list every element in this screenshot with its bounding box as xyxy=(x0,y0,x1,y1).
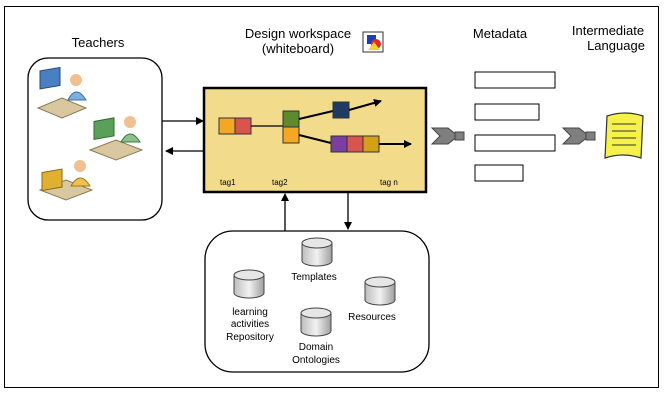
metadata-box xyxy=(474,134,556,152)
templates-database-icon xyxy=(301,237,333,267)
learning-label-line2: activities xyxy=(231,319,269,330)
workspace-heading: Design workspace xyxy=(245,26,351,41)
intermediate-heading: Intermediate xyxy=(572,23,644,38)
teachers-group xyxy=(27,57,163,221)
teacher-computer-icon xyxy=(36,66,88,119)
flow-connector xyxy=(298,134,332,144)
learning-block xyxy=(346,135,364,153)
whiteboard: tag1 tag2 tag n xyxy=(202,86,428,194)
learning-activities-database-icon xyxy=(233,269,265,299)
learning-block xyxy=(218,117,236,135)
teacher-computer-icon xyxy=(88,116,144,161)
metadata-box xyxy=(474,103,540,121)
whiteboard-to-metadata-chevron-icon xyxy=(430,127,459,145)
tag-label: tag n xyxy=(380,178,398,187)
learning-block xyxy=(234,117,252,135)
resources-label: Resources xyxy=(348,312,396,323)
domain-ontologies-database-icon xyxy=(300,307,332,337)
diagram-frame xyxy=(4,6,659,388)
domain-label-line2: Ontologies xyxy=(292,355,340,366)
templates-label: Templates xyxy=(291,272,337,283)
metadata-box xyxy=(474,164,524,182)
repository-box xyxy=(204,230,430,373)
domain-label-line1: Domain xyxy=(299,342,333,353)
flow-arrow xyxy=(348,99,382,111)
metadata-heading: Metadata xyxy=(473,26,528,41)
learning-block xyxy=(282,110,300,128)
chevron-tail xyxy=(454,131,465,141)
tag-label: tag1 xyxy=(220,178,236,187)
learning-label-line1: learning xyxy=(232,307,268,318)
flow-connector xyxy=(298,110,334,120)
learning-block xyxy=(330,135,348,153)
teacher-computer-icon xyxy=(38,160,94,201)
tag-label: tag2 xyxy=(272,178,288,187)
language-heading: Language xyxy=(587,38,645,53)
learning-block xyxy=(362,135,380,153)
document-scroll-icon xyxy=(604,112,644,159)
metadata-to-language-chevron-icon xyxy=(561,127,590,145)
learning-block xyxy=(332,101,350,119)
learning-block xyxy=(282,126,300,144)
learning-label-line3: Repository xyxy=(226,332,274,343)
metadata-box xyxy=(474,71,556,89)
teachers-heading: Teachers xyxy=(72,35,125,50)
resources-database-icon xyxy=(364,276,396,306)
colorful-logo-icon xyxy=(362,31,384,53)
workspace-subheading: (whiteboard) xyxy=(262,41,334,56)
chevron-tail xyxy=(585,131,596,141)
